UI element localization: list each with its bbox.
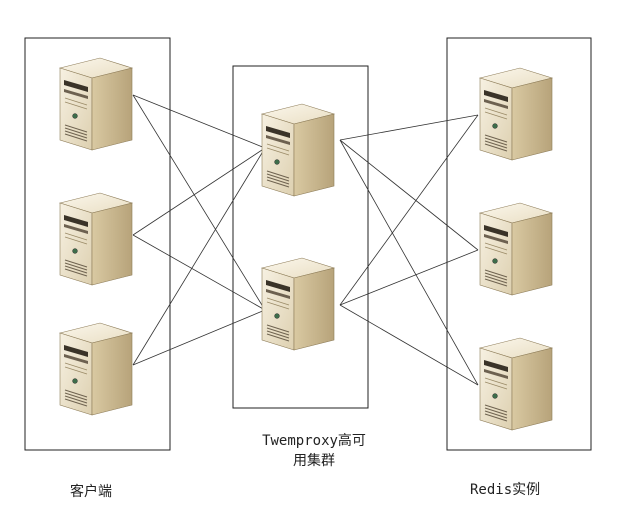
link-client1-proxy2 xyxy=(132,94,266,311)
redis-server-1-icon xyxy=(479,67,553,161)
link-client3-proxy2 xyxy=(132,309,266,366)
link-proxy2-redis1 xyxy=(339,114,479,306)
redis-caption: Redis实例 xyxy=(470,482,541,498)
link-client3-proxy1 xyxy=(132,147,266,366)
link-proxy1-redis2 xyxy=(339,139,479,251)
link-proxy2-redis2 xyxy=(339,249,479,306)
proxy-caption-line2: 用集群 xyxy=(293,453,335,469)
client-server-1-icon xyxy=(59,57,133,151)
proxy-cluster-caption: Twemproxy高可 用集群 xyxy=(244,431,384,471)
client-proxy-links xyxy=(132,94,266,366)
proxy-server-1-icon xyxy=(261,103,335,197)
proxy-redis-links xyxy=(339,114,479,386)
redis-server-2-icon xyxy=(479,202,553,296)
clients-caption: 客户端 xyxy=(70,484,112,500)
client-server-2-icon xyxy=(59,192,133,286)
link-client2-proxy1 xyxy=(132,147,266,236)
link-proxy1-redis3 xyxy=(339,139,479,386)
redis-group-frame xyxy=(446,37,592,451)
link-client1-proxy1 xyxy=(132,94,266,149)
link-client2-proxy2 xyxy=(132,234,266,311)
link-proxy1-redis1 xyxy=(339,114,479,141)
link-proxy2-redis3 xyxy=(339,304,479,386)
proxy-group-frame xyxy=(232,65,369,409)
proxy-server-2-icon xyxy=(261,257,335,351)
redis-server-3-icon xyxy=(479,337,553,431)
clients-group-frame xyxy=(24,37,171,451)
proxy-caption-line1: Twemproxy高可 xyxy=(262,433,366,449)
client-server-3-icon xyxy=(59,322,133,416)
